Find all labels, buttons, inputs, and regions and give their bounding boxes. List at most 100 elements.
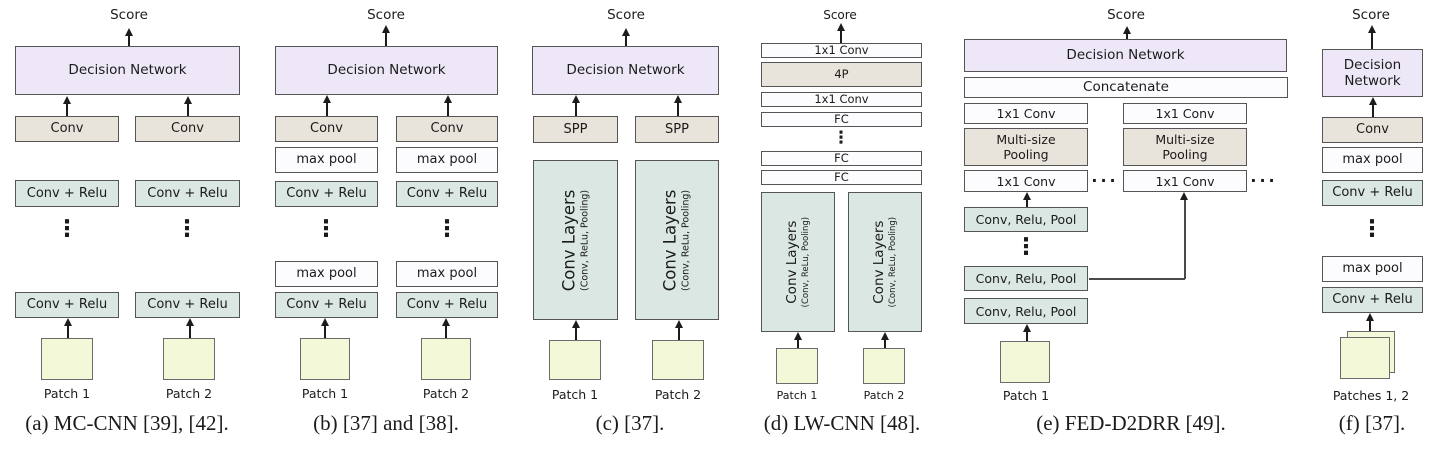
patch-box-front (1340, 337, 1390, 379)
patch-label: Patch 1 (43, 386, 91, 401)
conv-relu-box: Conv + Relu (275, 181, 378, 207)
conv-relu-pool-box: Conv, Relu, Pool (964, 207, 1088, 232)
multi-size-pooling-box: Multi-size Pooling (964, 128, 1088, 166)
arrow-up (447, 102, 449, 116)
conv-layers-box: Conv Layers (Conv, ReLu, Pooling) (635, 160, 719, 320)
score-arrow-up (625, 35, 627, 46)
conv-label: Conv (1356, 122, 1389, 138)
four-p-box: 4P (761, 62, 922, 87)
vertical-dots: ⋮ (435, 216, 459, 242)
conv-relu-pool-label: Conv, Relu, Pool (975, 303, 1077, 319)
patch-box (421, 338, 471, 380)
panel-caption: (d) LW-CNN [48]. (763, 411, 921, 435)
arrow-up (575, 327, 577, 340)
max-pool-box: max pool (1322, 147, 1423, 173)
max-pool-box: max pool (275, 261, 378, 287)
one-by-one-conv-box: 1x1 Conv (761, 92, 922, 107)
fc-box: FC (761, 151, 922, 166)
decision-network-label: Decision Network (566, 62, 685, 79)
patch-label: Patches 1, 2 (1332, 388, 1410, 403)
decision-network-label: Decision (1343, 56, 1402, 73)
spp-label: SPP (665, 121, 689, 137)
arrow-up (66, 103, 68, 116)
panel-caption: (f) [37]. (1338, 411, 1406, 435)
conv-layers-rotated-text: Conv Layers (Conv, ReLu, Pooling) (783, 216, 811, 308)
conv-layers-box: Conv Layers (Conv, ReLu, Pooling) (848, 192, 922, 332)
multi-size-pooling-label: Pooling (1162, 147, 1208, 162)
score-arrow-up (840, 30, 842, 43)
arrow-up (884, 339, 886, 348)
arrow-up (1026, 199, 1028, 207)
panel-caption: (a) MC-CNN [39], [42]. (25, 411, 229, 435)
spp-box: SPP (635, 116, 719, 143)
conv-relu-label: Conv + Relu (26, 185, 108, 201)
score-arrow-up (128, 35, 130, 46)
conv-relu-box: Conv + Relu (135, 180, 240, 207)
one-by-one-conv-box: 1x1 Conv (964, 103, 1088, 124)
patch-box (549, 340, 601, 380)
one-by-one-conv-label: 1x1 Conv (814, 91, 869, 106)
decision-network-box: Decision Network (15, 46, 240, 95)
conv-layers-sublabel: (Conv, ReLu, Pooling) (887, 216, 898, 308)
score-label: Score (607, 7, 645, 23)
panel-caption: (c) [37]. (595, 411, 665, 435)
conv-layers-sublabel: (Conv, ReLu, Pooling) (800, 216, 811, 308)
max-pool-label: max pool (416, 266, 478, 282)
panel-caption: (e) FED-D2DRR [49]. (1036, 411, 1226, 435)
patch-box (1000, 341, 1050, 383)
conv-label: Conv (430, 121, 464, 137)
one-by-one-conv-box: 1x1 Conv (1123, 103, 1247, 124)
vertical-dots: ⋮ (1360, 216, 1384, 242)
fc-label: FC (834, 111, 849, 126)
conv-layers-sublabel: (Conv, ReLu, Pooling) (680, 189, 692, 291)
fc-box: FC (761, 170, 922, 185)
arrow-up (575, 102, 577, 116)
arrow-up (189, 325, 191, 338)
conv-relu-box: Conv + Relu (15, 292, 119, 318)
max-pool-label: max pool (1342, 152, 1403, 168)
conv-relu-pool-box: Conv, Relu, Pool (964, 266, 1088, 291)
multi-size-pooling-box: Multi-size Pooling (1123, 128, 1247, 166)
vertical-dots: ⋮ (1014, 234, 1038, 260)
decision-network-label: Decision Network (1066, 47, 1185, 64)
spp-box: SPP (533, 116, 618, 143)
conv-layers-label: Conv Layers (660, 189, 680, 291)
conv-box: Conv (275, 116, 378, 142)
max-pool-label: max pool (296, 266, 357, 282)
fc-label: FC (834, 169, 849, 184)
patch-box (863, 348, 905, 384)
conv-relu-label: Conv + Relu (406, 186, 488, 202)
score-label: Score (823, 8, 857, 22)
arrow-up (797, 339, 799, 348)
max-pool-label: max pool (296, 152, 357, 168)
conv-layers-rotated-text: Conv Layers (Conv, ReLu, Pooling) (870, 216, 898, 308)
max-pool-box: max pool (396, 147, 498, 173)
patch-box (300, 338, 350, 380)
one-by-one-conv-box: 1x1 Conv (761, 43, 922, 58)
conv-label: Conv (171, 121, 204, 137)
decision-network-box: Decision Network (532, 46, 719, 95)
conv-layers-label: Conv Layers (783, 220, 800, 304)
conv-relu-box: Conv + Relu (275, 292, 378, 318)
score-label: Score (110, 7, 148, 23)
conv-relu-label: Conv + Relu (286, 297, 367, 313)
patch-box (41, 338, 93, 380)
fc-box: FC (761, 112, 922, 127)
conv-layers-rotated-text: Conv Layers (Conv, ReLu, Pooling) (559, 189, 591, 291)
conv-relu-label: Conv + Relu (286, 186, 367, 202)
skip-connector-line (1089, 278, 1185, 280)
decision-network-box: Decision Network (964, 39, 1287, 72)
one-by-one-conv-label: 1x1 Conv (996, 173, 1056, 189)
conv-layers-label: Conv Layers (559, 189, 579, 291)
score-arrow-up (1126, 33, 1128, 39)
arrow-up (678, 327, 680, 340)
decision-network-box: Decision Network (1322, 49, 1423, 97)
conv-box: Conv (1322, 117, 1423, 143)
conv-layers-label: Conv Layers (870, 220, 887, 304)
conv-relu-box: Conv + Relu (396, 181, 498, 207)
max-pool-box: max pool (1322, 256, 1423, 282)
vertical-dots: ⋮ (55, 216, 79, 242)
conv-relu-label: Conv + Relu (147, 297, 228, 313)
arrow-up (326, 102, 328, 116)
arrow-up (1026, 331, 1028, 341)
